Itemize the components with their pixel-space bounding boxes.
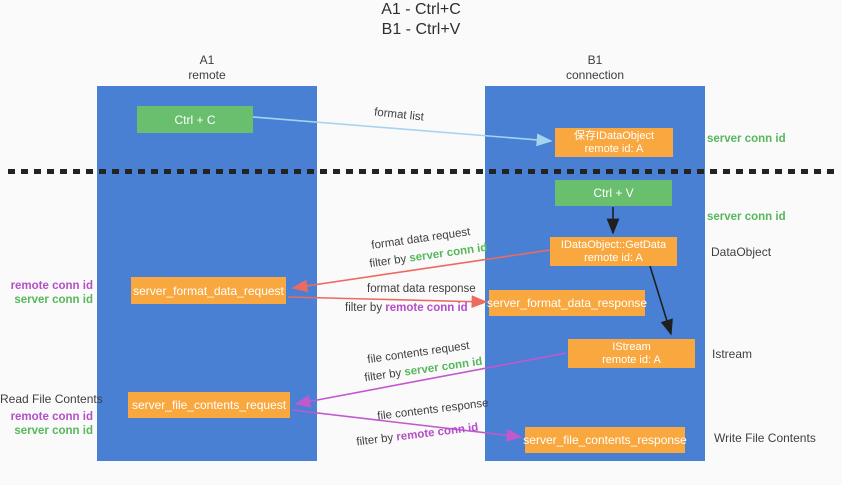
label-server-conn-id-mid: server conn id [707,211,786,223]
edge-label-format-list: format list [373,106,425,124]
label-dataobject: DataObject [711,245,772,259]
filter-1-key: server conn id [408,241,489,265]
node-server-format-data-response: server_format_data_response [486,290,648,316]
node-getdata-line2: remote id: A [584,251,643,264]
node-server-file-contents-response: server_file_contents_response [523,427,687,453]
label-remote-conn-id-1: remote conn id [10,280,93,292]
node-istream-line1: IStream [612,340,651,353]
edge-label-file-contents-response: file contents response [376,397,490,423]
title-line-2: B1 - Ctrl+V [381,21,461,38]
node-save-idataobject-line2: remote id: A [584,142,644,155]
node-file-request-label: server_file_contents_request [131,398,287,412]
node-save-idataobject: 保存IDataObject remote id: A [555,128,673,157]
lane-a1-header: A1 remote [97,53,317,83]
label-read-file-contents: Read File Contents [0,392,103,406]
filter-2-prefix: filter by [345,302,386,314]
node-istream-line2: remote id: A [602,353,661,366]
node-idataobject-getdata: IDataObject::GetData remote id: A [550,237,677,266]
lane-b1-id: B1 [587,53,603,67]
filter-1-prefix: filter by [368,252,411,271]
left-label-group-file: remote conn id server conn id [0,410,93,438]
label-remote-conn-id-2: remote conn id [10,411,93,423]
node-format-response-label: server_format_data_response [486,296,648,310]
filter-4-key: remote conn id [395,421,479,444]
lane-a1-subtitle: remote [188,68,226,82]
node-server-file-contents-request: server_file_contents_request [128,392,290,418]
filter-3-prefix: filter by [363,366,406,385]
node-getdata-line1: IDataObject::GetData [560,238,667,251]
node-ctrl-v-label: Ctrl + V [593,186,634,200]
dotted-divider [8,169,836,174]
node-server-format-data-request: server_format_data_request [131,277,286,304]
label-write-file-contents: Write File Contents [714,431,816,445]
edge-label-filter-2: filter by remote conn id [345,302,468,314]
lane-a1-id: A1 [199,53,215,67]
title-line-1: A1 - Ctrl+C [381,1,461,18]
lane-b1-header: B1 connection [485,53,705,83]
filter-4-prefix: filter by [355,431,398,449]
label-istream: Istream [712,347,753,361]
node-ctrl-c: Ctrl + C [137,106,253,133]
node-ctrl-c-label: Ctrl + C [174,112,216,127]
filter-2-key: remote conn id [385,302,468,314]
node-file-response-label: server_file_contents_response [523,433,687,447]
lane-b1-subtitle: connection [565,68,625,82]
edge-label-filter-4: filter by remote conn id [356,422,479,449]
node-save-idataobject-line1: 保存IDataObject [573,129,655,142]
node-ctrl-v: Ctrl + V [555,180,672,206]
left-label-group-format: remote conn id server conn id [0,279,93,307]
label-server-conn-id-2: server conn id [14,425,93,437]
diagram-title: A1 - Ctrl+C B1 - Ctrl+V [0,0,842,40]
node-format-request-label: server_format_data_request [133,283,284,298]
label-server-conn-id-1: server conn id [14,294,93,306]
edge-label-format-data-response: format data response [367,283,476,295]
label-server-conn-id-top: server conn id [707,133,786,145]
node-istream: IStream remote id: A [568,339,695,368]
